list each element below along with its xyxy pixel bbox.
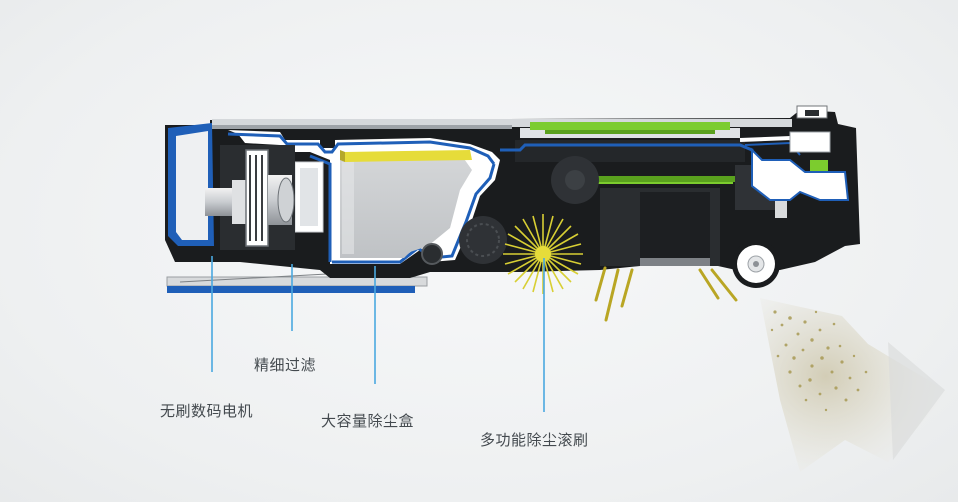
rear-wheel-icon [732, 240, 780, 288]
callout-lines [211, 256, 545, 412]
callout-brushless-motor: 无刷数码电机 [160, 402, 254, 420]
chassis-internals [600, 165, 787, 266]
callout-fine-filter: 精细过滤 [254, 356, 317, 374]
dust-plume-icon [760, 298, 948, 472]
drive-gears [421, 156, 599, 265]
motor-fan-icon [205, 145, 295, 250]
side-brush-bristles [594, 266, 738, 322]
roller-brush-icon [503, 214, 583, 294]
front-sensor [751, 105, 850, 201]
callout-roller-brush: 多功能除尘滚刷 [480, 431, 589, 449]
callout-dust-box: 大容量除尘盒 [321, 412, 415, 430]
